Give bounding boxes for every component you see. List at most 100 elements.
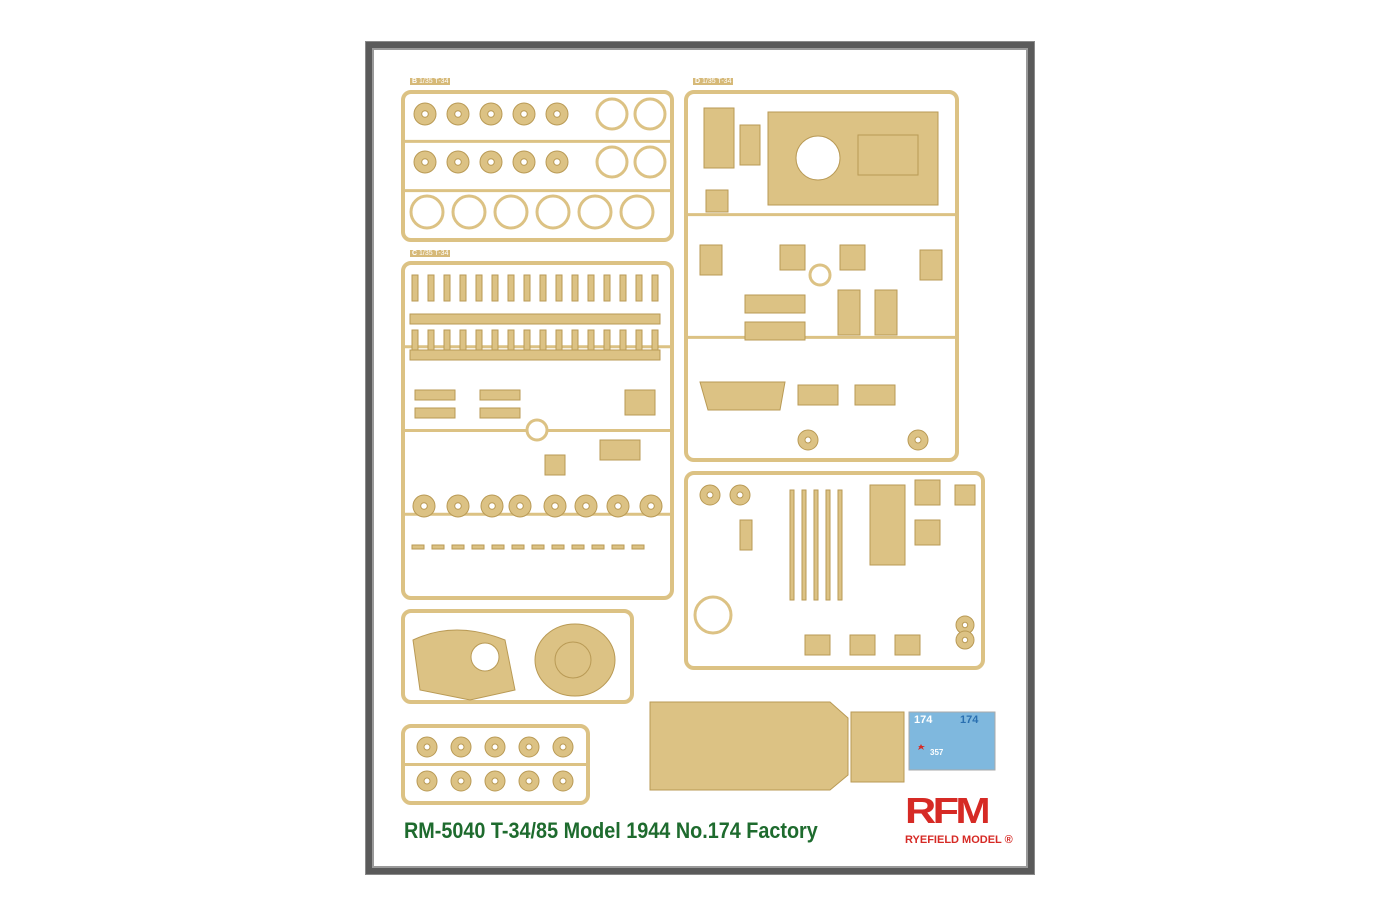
wheel-hub [559, 743, 567, 751]
wheel-hub [559, 777, 567, 785]
small-part [631, 544, 645, 550]
wheel-hub [488, 502, 496, 510]
part [804, 634, 831, 656]
track-link [619, 274, 627, 302]
small-part [531, 544, 545, 550]
track-link [523, 274, 531, 302]
rod [825, 489, 831, 601]
wheel-hub [491, 743, 499, 751]
road-wheel [535, 194, 571, 230]
part [703, 107, 735, 169]
small-part [511, 544, 525, 550]
track-link [539, 274, 547, 302]
sprue-b-label: B 1/35 T-34 [410, 78, 451, 85]
road-wheel [451, 194, 487, 230]
road-wheel [409, 194, 445, 230]
small-part [431, 544, 445, 550]
part [699, 244, 723, 276]
track-strip [409, 313, 661, 325]
wheel-hub [516, 502, 524, 510]
wheel-hub [520, 158, 528, 166]
wheel-hub [553, 158, 561, 166]
lower-hull [649, 701, 849, 791]
small-part [471, 544, 485, 550]
wheel-hub [706, 491, 714, 499]
part [914, 519, 941, 546]
wheel-hub [454, 158, 462, 166]
decal-number-small: 357 [930, 748, 944, 757]
part [705, 189, 729, 213]
wheel-hub [420, 502, 428, 510]
wheel-hub [491, 777, 499, 785]
part [479, 389, 521, 401]
wheel-hub [525, 777, 533, 785]
brand-name: RYEFIELD MODEL ® [905, 834, 1013, 846]
track-strip [409, 349, 661, 361]
wheel-hub [804, 436, 812, 444]
part [599, 439, 641, 461]
decal-number-blue: 174 [960, 714, 979, 726]
rod [801, 489, 807, 601]
cupola-hole [470, 642, 500, 672]
small-part [591, 544, 605, 550]
red-star-icon [918, 744, 925, 750]
part [414, 389, 456, 401]
part [874, 289, 898, 336]
road-wheel [808, 263, 832, 287]
wheel-hub [914, 436, 922, 444]
part [624, 389, 656, 416]
small-part [451, 544, 465, 550]
small-part [411, 544, 425, 550]
wheel-hub [421, 110, 429, 118]
decal-sheet [908, 711, 996, 771]
wheel-hub [614, 502, 622, 510]
part [739, 124, 761, 166]
turret-hub [554, 641, 592, 679]
track-link [651, 274, 659, 302]
part [479, 407, 521, 419]
track-link [635, 274, 643, 302]
product-title: RM-5040 T-34/85 Model 1944 No.174 Factor… [404, 818, 818, 843]
sprue-b [401, 90, 674, 242]
track-link [443, 274, 451, 302]
road-wheel [595, 97, 629, 131]
part [744, 321, 806, 341]
decal-number: 174 [914, 714, 933, 726]
part [869, 484, 906, 566]
turret-ring [795, 135, 841, 181]
wheel-hub [647, 502, 655, 510]
wheel-hub [423, 777, 431, 785]
part [919, 249, 943, 281]
part [544, 454, 566, 476]
track-link [411, 274, 419, 302]
road-wheel [693, 595, 733, 635]
part [894, 634, 921, 656]
sprue-turret [401, 609, 634, 704]
track-link [507, 274, 515, 302]
hull-rear [699, 381, 786, 411]
part [849, 634, 876, 656]
part [797, 384, 839, 406]
part [914, 479, 941, 506]
part [954, 484, 976, 506]
track-link [603, 274, 611, 302]
road-wheel [633, 97, 667, 131]
wheel-hub [487, 158, 495, 166]
track-link [571, 274, 579, 302]
road-wheel [577, 194, 613, 230]
wheel-hub [520, 110, 528, 118]
wheel-hub [551, 502, 559, 510]
wheel-hub [457, 777, 465, 785]
wheel-hub [454, 502, 462, 510]
wheel-hub [582, 502, 590, 510]
wheel-hub [457, 743, 465, 751]
sprue-d [684, 90, 959, 462]
wheel-hub [961, 621, 969, 629]
track-link [475, 274, 483, 302]
track-link [459, 274, 467, 302]
small-part [551, 544, 565, 550]
turret-top [412, 629, 516, 701]
brand-logo: RFM [905, 792, 988, 830]
wheel-hub [736, 491, 744, 499]
road-wheel [633, 145, 667, 179]
